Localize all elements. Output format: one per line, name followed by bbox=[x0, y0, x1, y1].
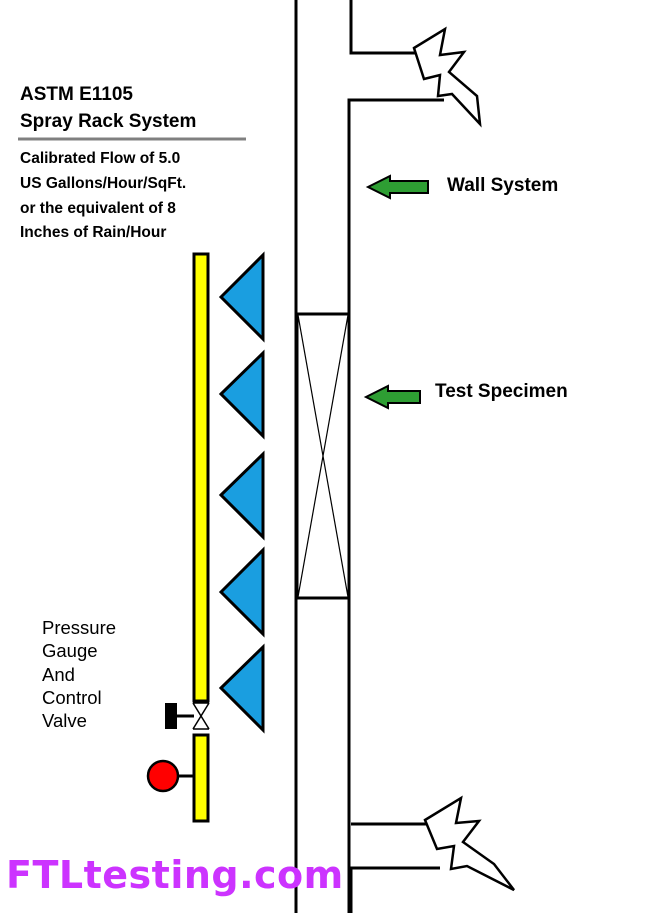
test-specimen-arrow bbox=[363, 384, 421, 410]
spray-bar-lower bbox=[192, 733, 210, 823]
diagram-title-line-2: Spray Rack System bbox=[20, 111, 197, 132]
bottom-break-symbol bbox=[423, 795, 515, 892]
flow-note-line: Calibrated Flow of 5.0 bbox=[20, 150, 181, 167]
pressure-gauge bbox=[146, 759, 194, 793]
valve-label-line: Pressure bbox=[42, 617, 117, 638]
valve-label-line: And bbox=[42, 664, 75, 685]
test-specimen bbox=[295, 312, 351, 600]
spray-nozzle bbox=[218, 251, 265, 343]
valve-label-line: Gauge bbox=[42, 640, 98, 661]
spray-nozzle bbox=[218, 349, 265, 440]
control-valve bbox=[165, 702, 210, 730]
spray-nozzle bbox=[218, 450, 265, 541]
wall-system bbox=[294, 0, 444, 913]
valve-label-line: Control bbox=[42, 687, 102, 708]
spray-bar-upper bbox=[192, 252, 210, 703]
valve-label-line: Valve bbox=[42, 710, 87, 731]
spray-nozzles bbox=[218, 251, 265, 734]
wall-system-label: Wall System bbox=[447, 175, 559, 196]
flow-note-line: US Gallons/Hour/SqFt. bbox=[20, 175, 187, 192]
flow-note-line: Inches of Rain/Hour bbox=[20, 224, 167, 241]
spray-nozzle bbox=[218, 546, 265, 638]
brand-watermark: FTLtesting.com bbox=[6, 853, 344, 897]
flow-note-line: or the equivalent of 8 bbox=[20, 200, 176, 217]
spray-nozzle bbox=[218, 643, 265, 734]
wall-system-arrow bbox=[365, 174, 429, 200]
test-specimen-label: Test Specimen bbox=[435, 381, 568, 402]
diagram-title-line-1: ASTM E1105 bbox=[20, 84, 133, 105]
top-break-symbol bbox=[412, 26, 482, 128]
